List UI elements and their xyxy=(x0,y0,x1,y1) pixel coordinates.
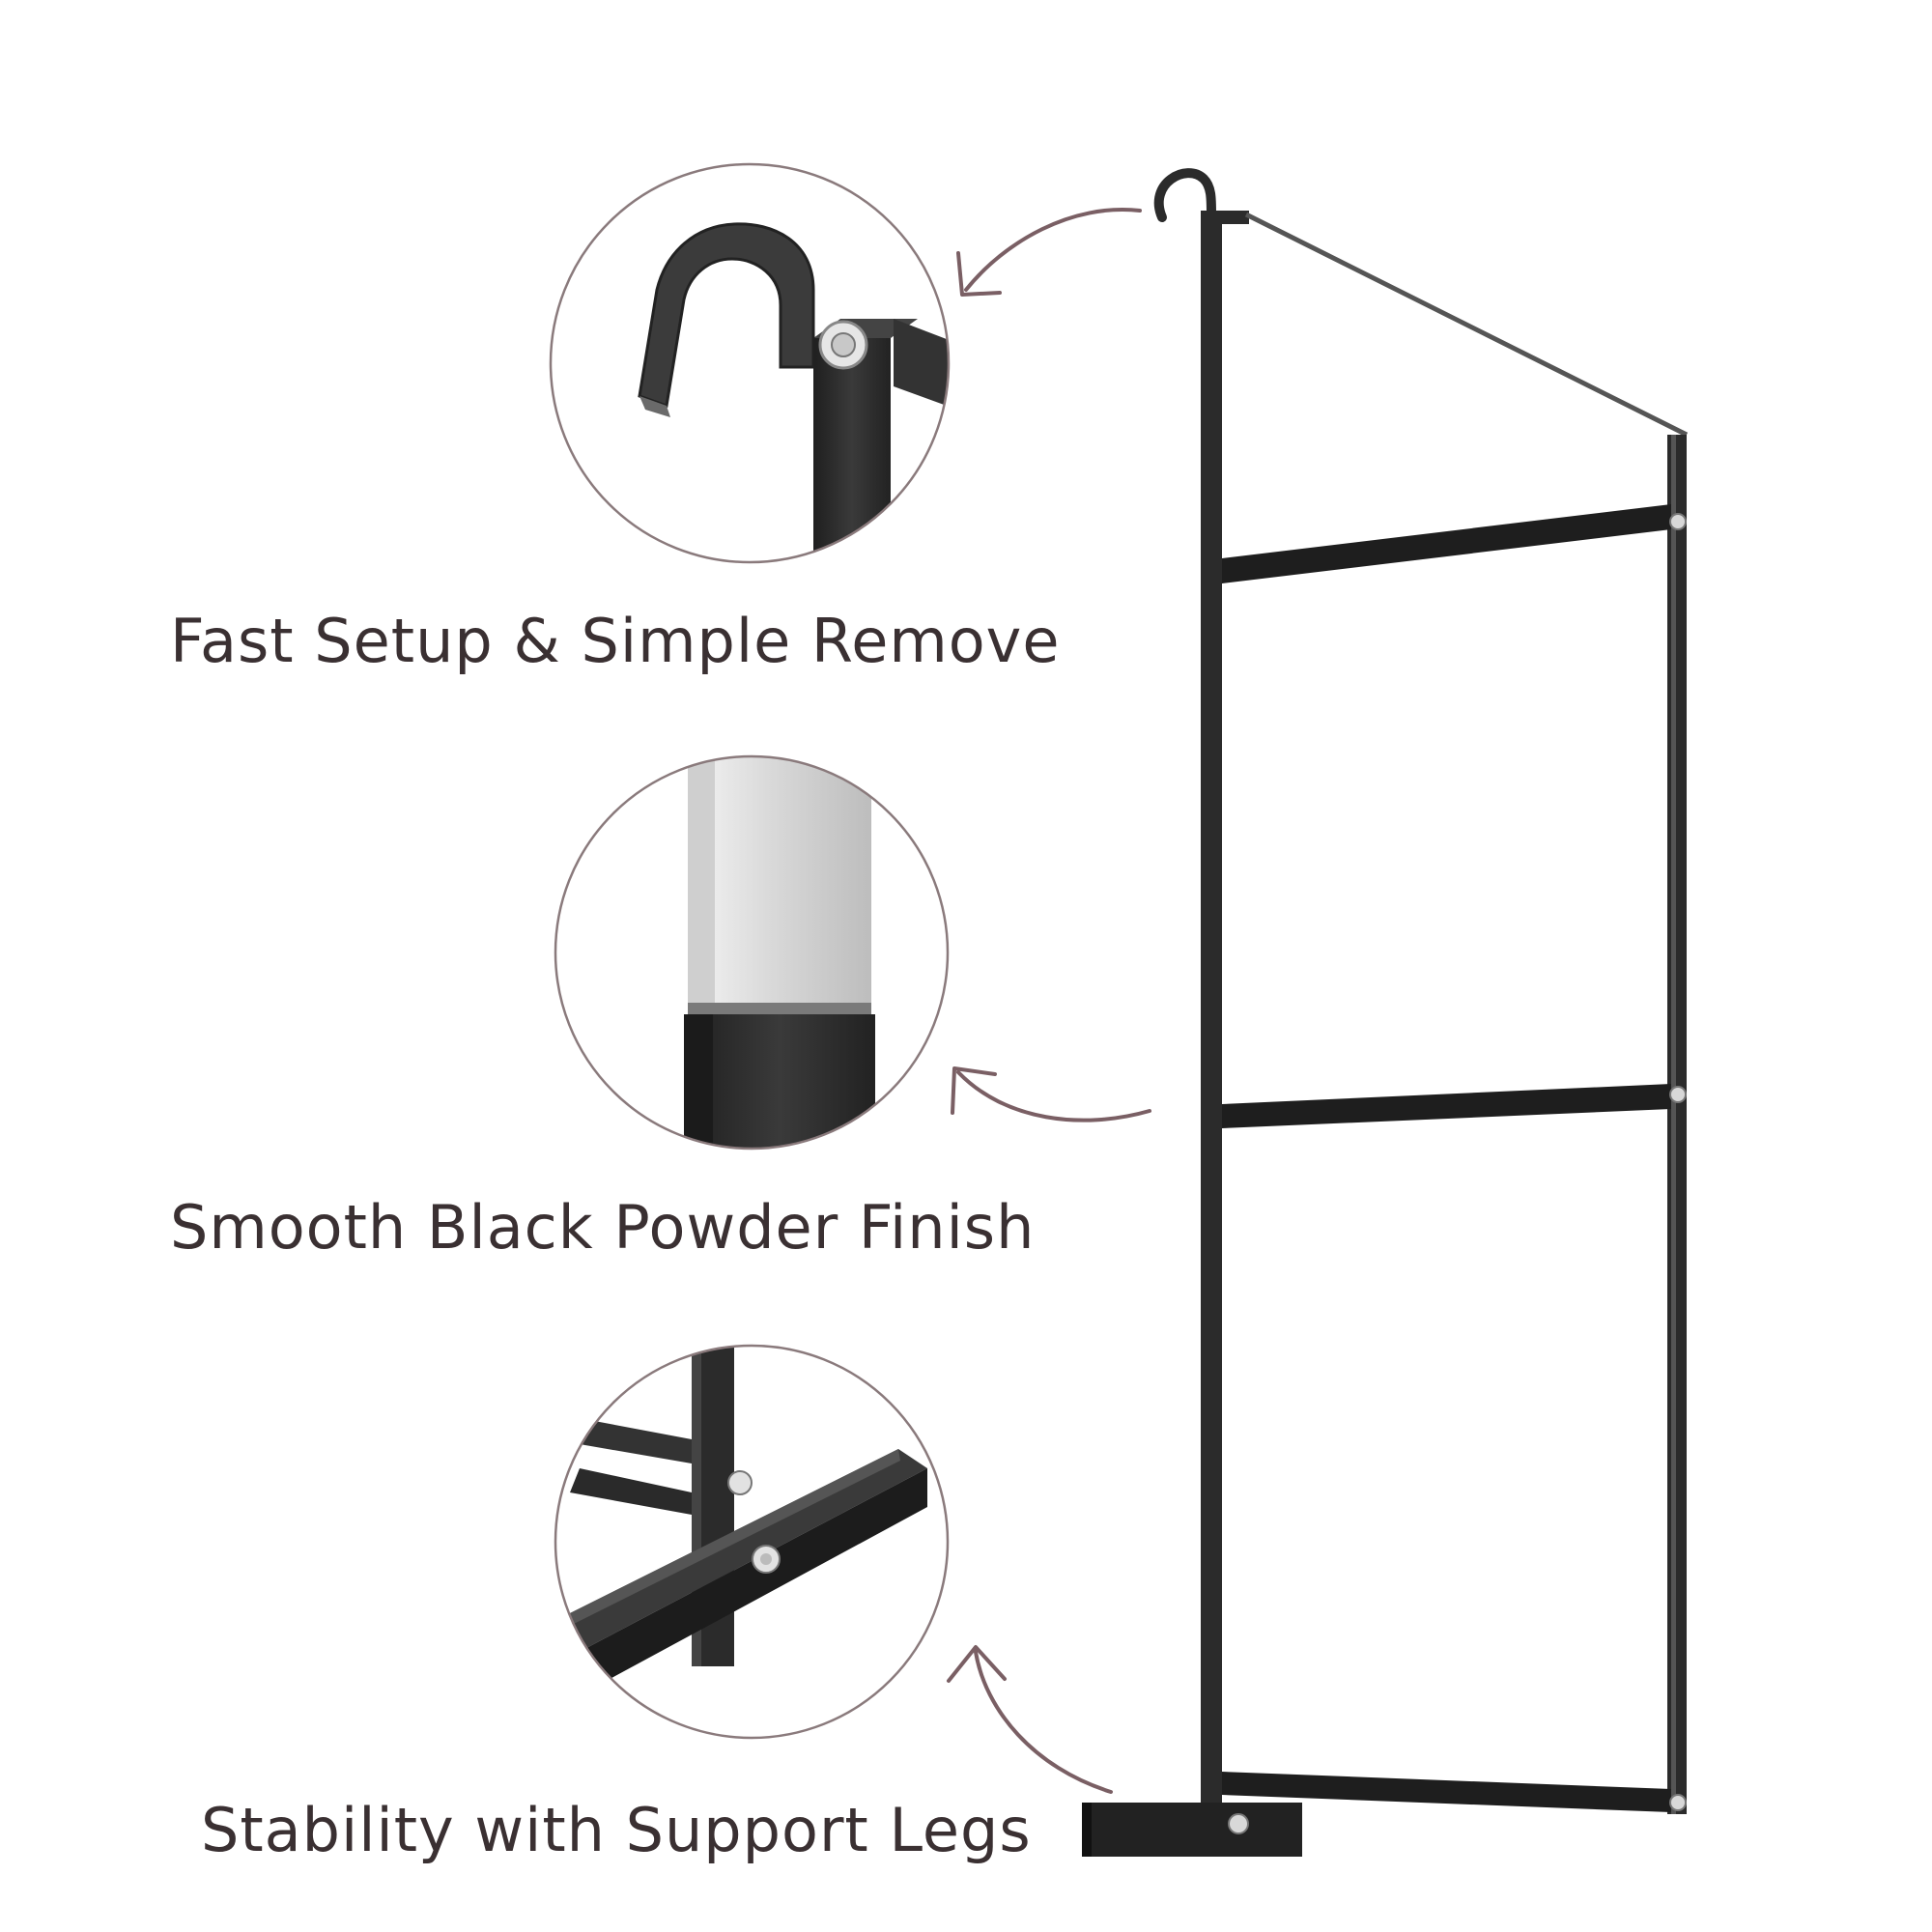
frame-top-bar xyxy=(1201,211,1249,224)
frame-crossbar-1 xyxy=(1222,504,1671,583)
arrow-to-hook xyxy=(956,208,1142,297)
arrow-to-finish xyxy=(951,1066,1151,1122)
detail-circle-finish-border xyxy=(554,754,950,1151)
ladder-frame xyxy=(1082,168,1689,1857)
frame-diagonal-brace xyxy=(1244,212,1689,438)
detail-circle-hook xyxy=(549,162,951,564)
frame-crossbar-2 xyxy=(1222,1084,1671,1128)
frame-left-upright xyxy=(1201,211,1222,1839)
frame-foot xyxy=(1082,1803,1302,1857)
frame-right-upright xyxy=(1667,435,1687,1814)
detail-circle-leg xyxy=(554,1344,950,1740)
detail-circle-hook-border xyxy=(549,162,951,564)
feature-label-finish: Smooth Black Powder Finish xyxy=(170,1192,1036,1263)
feature-label-stability: Stability with Support Legs xyxy=(201,1795,1032,1865)
feature-label-setup: Fast Setup & Simple Remove xyxy=(170,606,1061,676)
frame-hook xyxy=(1153,168,1216,222)
frame-crossbar-3 xyxy=(1222,1772,1671,1812)
arrow-to-leg xyxy=(947,1645,1113,1794)
detail-circle-leg-border xyxy=(554,1344,950,1740)
detail-circle-finish xyxy=(554,754,950,1151)
